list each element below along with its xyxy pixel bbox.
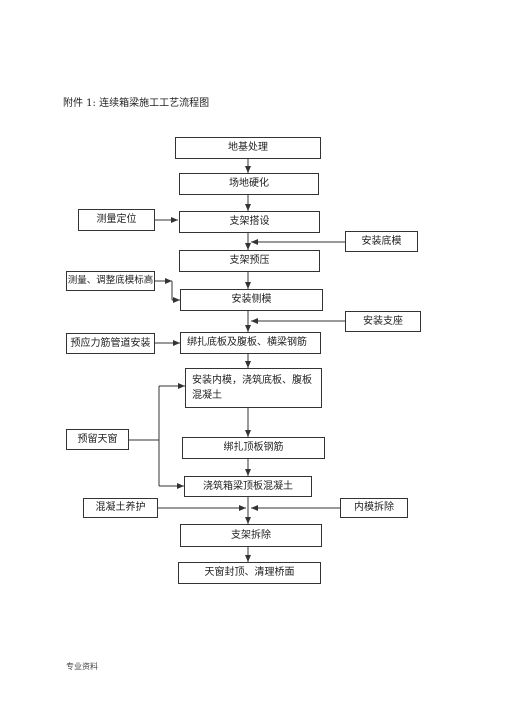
step-bind-top-slab-rebar: 绑扎顶板钢筋: [182, 437, 325, 459]
step-label: 支架搭设: [229, 216, 270, 227]
input-reserve-skylight: 预留天窗: [66, 429, 129, 450]
figure-caption: 附件 1: 连续箱梁施工工艺流程图: [63, 98, 210, 109]
step-label: 安装侧模: [231, 294, 272, 305]
step-inner-form-pour: 安装内模，浇筑底板、腹板混凝土: [185, 368, 322, 408]
input-label: 安装支座: [363, 315, 403, 327]
input-label: 测量定位: [96, 214, 137, 225]
input-label: 内模拆除: [354, 502, 394, 513]
step-scaffold-erection: 支架搭设: [179, 211, 320, 233]
step-label: 支架预压: [229, 255, 270, 266]
step-scaffold-preloading: 支架预压: [179, 250, 320, 272]
input-label: 预应力筋管道安装: [70, 337, 151, 349]
input-concrete-curing: 混凝土养护: [83, 498, 158, 518]
step-label: 绑扎顶板钢筋: [223, 442, 284, 453]
step-label: 浇筑箱梁顶板混凝土: [203, 480, 293, 492]
input-inner-form-removal: 内模拆除: [340, 498, 408, 518]
input-survey-adjust-elevation: 测量、调整底模标高: [66, 271, 155, 291]
input-label: 预留天窗: [77, 433, 118, 445]
step-bind-rebar: 绑扎底板及腹板、横梁钢筋: [180, 332, 321, 354]
step-label: 场地硬化: [229, 178, 269, 189]
input-survey-positioning: 测量定位: [78, 209, 155, 231]
input-label: 安装底模: [361, 235, 402, 247]
input-label: 测量、调整底模标高: [67, 275, 154, 286]
input-label: 混凝土养护: [95, 502, 146, 513]
input-install-bearing: 安装支座: [345, 311, 421, 332]
input-prestress-duct: 预应力筋管道安装: [66, 333, 155, 354]
step-label: 地基处理: [228, 142, 268, 153]
step-install-side-form: 安装侧模: [180, 289, 323, 311]
step-label: 天窗封顶、清理桥面: [204, 567, 295, 578]
step-pour-top-slab: 浇筑箱梁顶板混凝土: [184, 476, 312, 497]
page-footer: 专业资料: [66, 662, 98, 671]
step-label: 支架拆除: [231, 529, 271, 541]
step-foundation-treatment: 地基处理: [175, 137, 321, 159]
input-install-bottom-form: 安装底模: [345, 231, 418, 252]
step-label: 安装内模，浇筑底板、腹板混凝土: [192, 375, 312, 401]
step-site-hardening: 场地硬化: [179, 173, 319, 195]
step-label: 绑扎底板及腹板、横梁钢筋: [187, 337, 307, 348]
step-seal-skylight: 天窗封顶、清理桥面: [178, 562, 321, 584]
step-scaffold-removal: 支架拆除: [180, 524, 322, 547]
